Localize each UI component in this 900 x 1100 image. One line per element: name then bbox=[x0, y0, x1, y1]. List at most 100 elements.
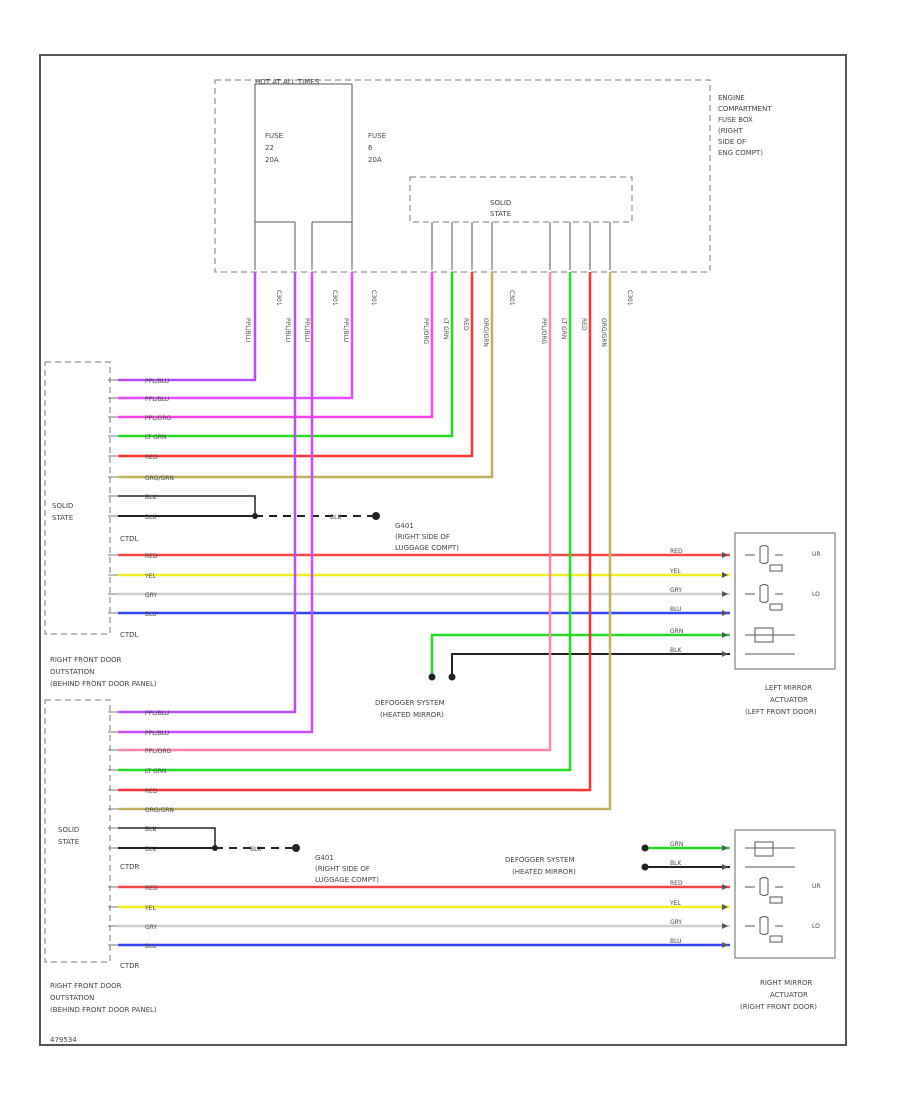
svg-text:6: 6 bbox=[368, 144, 373, 152]
wire-org-grn-2 bbox=[118, 272, 612, 811]
svg-text:C301: C301 bbox=[275, 290, 282, 306]
wire-ppl-blu-1 bbox=[118, 272, 257, 382]
svg-text:ORG/GRN: ORG/GRN bbox=[600, 318, 607, 347]
svg-text:BLK: BLK bbox=[145, 846, 157, 853]
right-wire-labels-rm: GRN BLK RED YEL GRY BLU RED YEL GRY BLU bbox=[144, 841, 683, 950]
svg-text:PPL/BLU: PPL/BLU bbox=[342, 318, 349, 342]
svg-text:LT GRN: LT GRN bbox=[145, 434, 166, 441]
svg-text:22: 22 bbox=[265, 144, 274, 152]
fuse-box-header: HOT AT ALL TIMES bbox=[255, 78, 320, 86]
wires-blk-group-2 bbox=[118, 827, 295, 849]
svg-text:ORG/GRN: ORG/GRN bbox=[482, 318, 489, 347]
wire-lt-grn-2 bbox=[118, 272, 572, 772]
svg-text:FUSE: FUSE bbox=[265, 132, 283, 140]
svg-text:20A: 20A bbox=[265, 156, 279, 164]
fuse-box-name-line: ENGINE bbox=[718, 94, 745, 102]
svg-text:BLK: BLK bbox=[330, 514, 342, 521]
figure-id: 479534 bbox=[50, 1036, 77, 1044]
wire-ppl-org-1 bbox=[118, 272, 434, 419]
wire-red-2 bbox=[118, 272, 592, 792]
svg-text:PPL/ORG: PPL/ORG bbox=[145, 415, 171, 422]
left-wire-labels-lm: RED YEL GRY BLU RED YEL GRY BLU GRN BLK bbox=[144, 548, 683, 654]
door-module-2-label: RIGHT FRONT DOOR OUTSTATION (BEHIND FRON… bbox=[50, 982, 157, 1014]
right-mirror-letter: LO bbox=[812, 923, 820, 930]
svg-text:BLU: BLU bbox=[670, 938, 682, 945]
ground-2-label: G401 (RIGHT SIDE OF LUGGAGE COMPT) bbox=[315, 854, 379, 884]
defogger-2-connector-icon bbox=[641, 863, 649, 871]
svg-text:OUTSTATION: OUTSTATION bbox=[50, 994, 94, 1002]
solid-state-top-line: SOLID bbox=[490, 199, 511, 207]
vertical-wire-labels: PPL/BLU PPL/BLU PPL/BLU PPL/BLU PPL/ORG … bbox=[244, 318, 607, 347]
solid-state-pins bbox=[431, 222, 611, 270]
splice-point bbox=[212, 845, 218, 851]
wire-blk-lm bbox=[451, 653, 730, 675]
left-mirror-motors bbox=[745, 545, 795, 655]
svg-text:GRN: GRN bbox=[670, 841, 683, 848]
svg-text:CTDR: CTDR bbox=[120, 863, 140, 871]
svg-text:G401: G401 bbox=[315, 854, 334, 862]
left-mirror-letter: LO bbox=[812, 591, 820, 598]
svg-text:C301: C301 bbox=[508, 290, 515, 306]
right-mirror-letter: UR bbox=[812, 883, 821, 890]
svg-text:DEFOGGER SYSTEM: DEFOGGER SYSTEM bbox=[375, 699, 445, 707]
svg-text:LUGGAGE COMPT): LUGGAGE COMPT) bbox=[395, 544, 459, 552]
solid-state-top-box bbox=[409, 176, 633, 223]
wires-vertical-down bbox=[118, 272, 612, 811]
svg-text:LT GRN: LT GRN bbox=[560, 318, 567, 339]
left-wire-labels-2: PPL/BLU PPL/BLU PPL/ORG LT GRN RED ORG/G… bbox=[145, 710, 262, 853]
right-mirror-label: RIGHT MIRROR ACTUATOR (RIGHT FRONT DOOR) bbox=[740, 979, 817, 1011]
wire-ppl-blu-4 bbox=[118, 272, 314, 734]
svg-text:FUSE: FUSE bbox=[368, 132, 386, 140]
wire-grn-lm bbox=[430, 633, 730, 675]
svg-text:BLU: BLU bbox=[145, 943, 157, 950]
svg-text:GRY: GRY bbox=[670, 919, 682, 926]
wire-lt-grn-1 bbox=[118, 272, 454, 438]
svg-text:(BEHIND FRONT DOOR PANEL): (BEHIND FRONT DOOR PANEL) bbox=[50, 1006, 157, 1014]
wire-blk-1 bbox=[118, 495, 256, 516]
svg-text:PPL/BLU: PPL/BLU bbox=[244, 318, 251, 342]
fuse-box-name-line: (RIGHT bbox=[718, 127, 743, 135]
right-mirror-actuator bbox=[734, 829, 836, 959]
svg-text:OUTSTATION: OUTSTATION bbox=[50, 668, 94, 676]
svg-text:LUGGAGE COMPT): LUGGAGE COMPT) bbox=[315, 876, 379, 884]
svg-text:(HEATED MIRROR): (HEATED MIRROR) bbox=[512, 868, 576, 876]
svg-text:PPL/BLU: PPL/BLU bbox=[284, 318, 291, 342]
svg-text:SOLID: SOLID bbox=[52, 502, 73, 510]
defogger-2-label: DEFOGGER SYSTEM (HEATED MIRROR) bbox=[505, 856, 576, 876]
left-connector-pins bbox=[108, 379, 118, 946]
left-wire-labels-1: PPL/BLU PPL/BLU PPL/ORG LT GRN RED ORG/G… bbox=[145, 378, 342, 521]
svg-text:YEL: YEL bbox=[669, 900, 681, 907]
defogger-1-connector-icon bbox=[428, 673, 436, 681]
svg-text:ACTUATOR: ACTUATOR bbox=[770, 991, 808, 999]
fuse-a-label: FUSE 22 20A bbox=[265, 132, 283, 164]
svg-text:GRY: GRY bbox=[145, 924, 157, 931]
wires-right-mirror bbox=[118, 846, 730, 947]
svg-text:ORG/GRN: ORG/GRN bbox=[145, 807, 174, 814]
svg-text:BLK: BLK bbox=[145, 514, 157, 521]
svg-text:DEFOGGER SYSTEM: DEFOGGER SYSTEM bbox=[505, 856, 575, 864]
svg-text:RED: RED bbox=[145, 454, 158, 461]
svg-text:C301: C301 bbox=[370, 290, 377, 306]
fuse-box-name-line: SIDE OF bbox=[718, 138, 746, 146]
svg-text:RIGHT FRONT DOOR: RIGHT FRONT DOOR bbox=[50, 656, 122, 664]
defogger-2-connector-icon bbox=[641, 844, 649, 852]
svg-text:(BEHIND FRONT DOOR PANEL): (BEHIND FRONT DOOR PANEL) bbox=[50, 680, 157, 688]
svg-text:YEL: YEL bbox=[144, 905, 156, 912]
svg-text:PPL/BLU: PPL/BLU bbox=[145, 378, 169, 385]
svg-text:20A: 20A bbox=[368, 156, 382, 164]
svg-text:LT GRN: LT GRN bbox=[145, 768, 166, 775]
left-mirror-letter: UR bbox=[812, 551, 821, 558]
svg-text:PPL/BLU: PPL/BLU bbox=[145, 710, 169, 717]
ground-1-label: G401 (RIGHT SIDE OF LUGGAGE COMPT) bbox=[395, 522, 459, 552]
svg-text:STATE: STATE bbox=[52, 514, 73, 522]
fuse-box-name-line: ENG COMPT) bbox=[718, 149, 763, 157]
svg-text:BLK: BLK bbox=[670, 860, 682, 867]
svg-text:CTDL: CTDL bbox=[120, 535, 139, 543]
svg-text:BLK: BLK bbox=[145, 826, 157, 833]
left-mirror-label: LEFT MIRROR ACTUATOR (LEFT FRONT DOOR) bbox=[745, 684, 817, 716]
wire-ppl-blu-2 bbox=[118, 272, 354, 400]
svg-text:RED: RED bbox=[145, 885, 158, 892]
wire-ppl-blu-3 bbox=[118, 272, 297, 714]
wire-org-grn-1 bbox=[118, 272, 494, 479]
svg-text:PPL/BLU: PPL/BLU bbox=[303, 318, 310, 342]
